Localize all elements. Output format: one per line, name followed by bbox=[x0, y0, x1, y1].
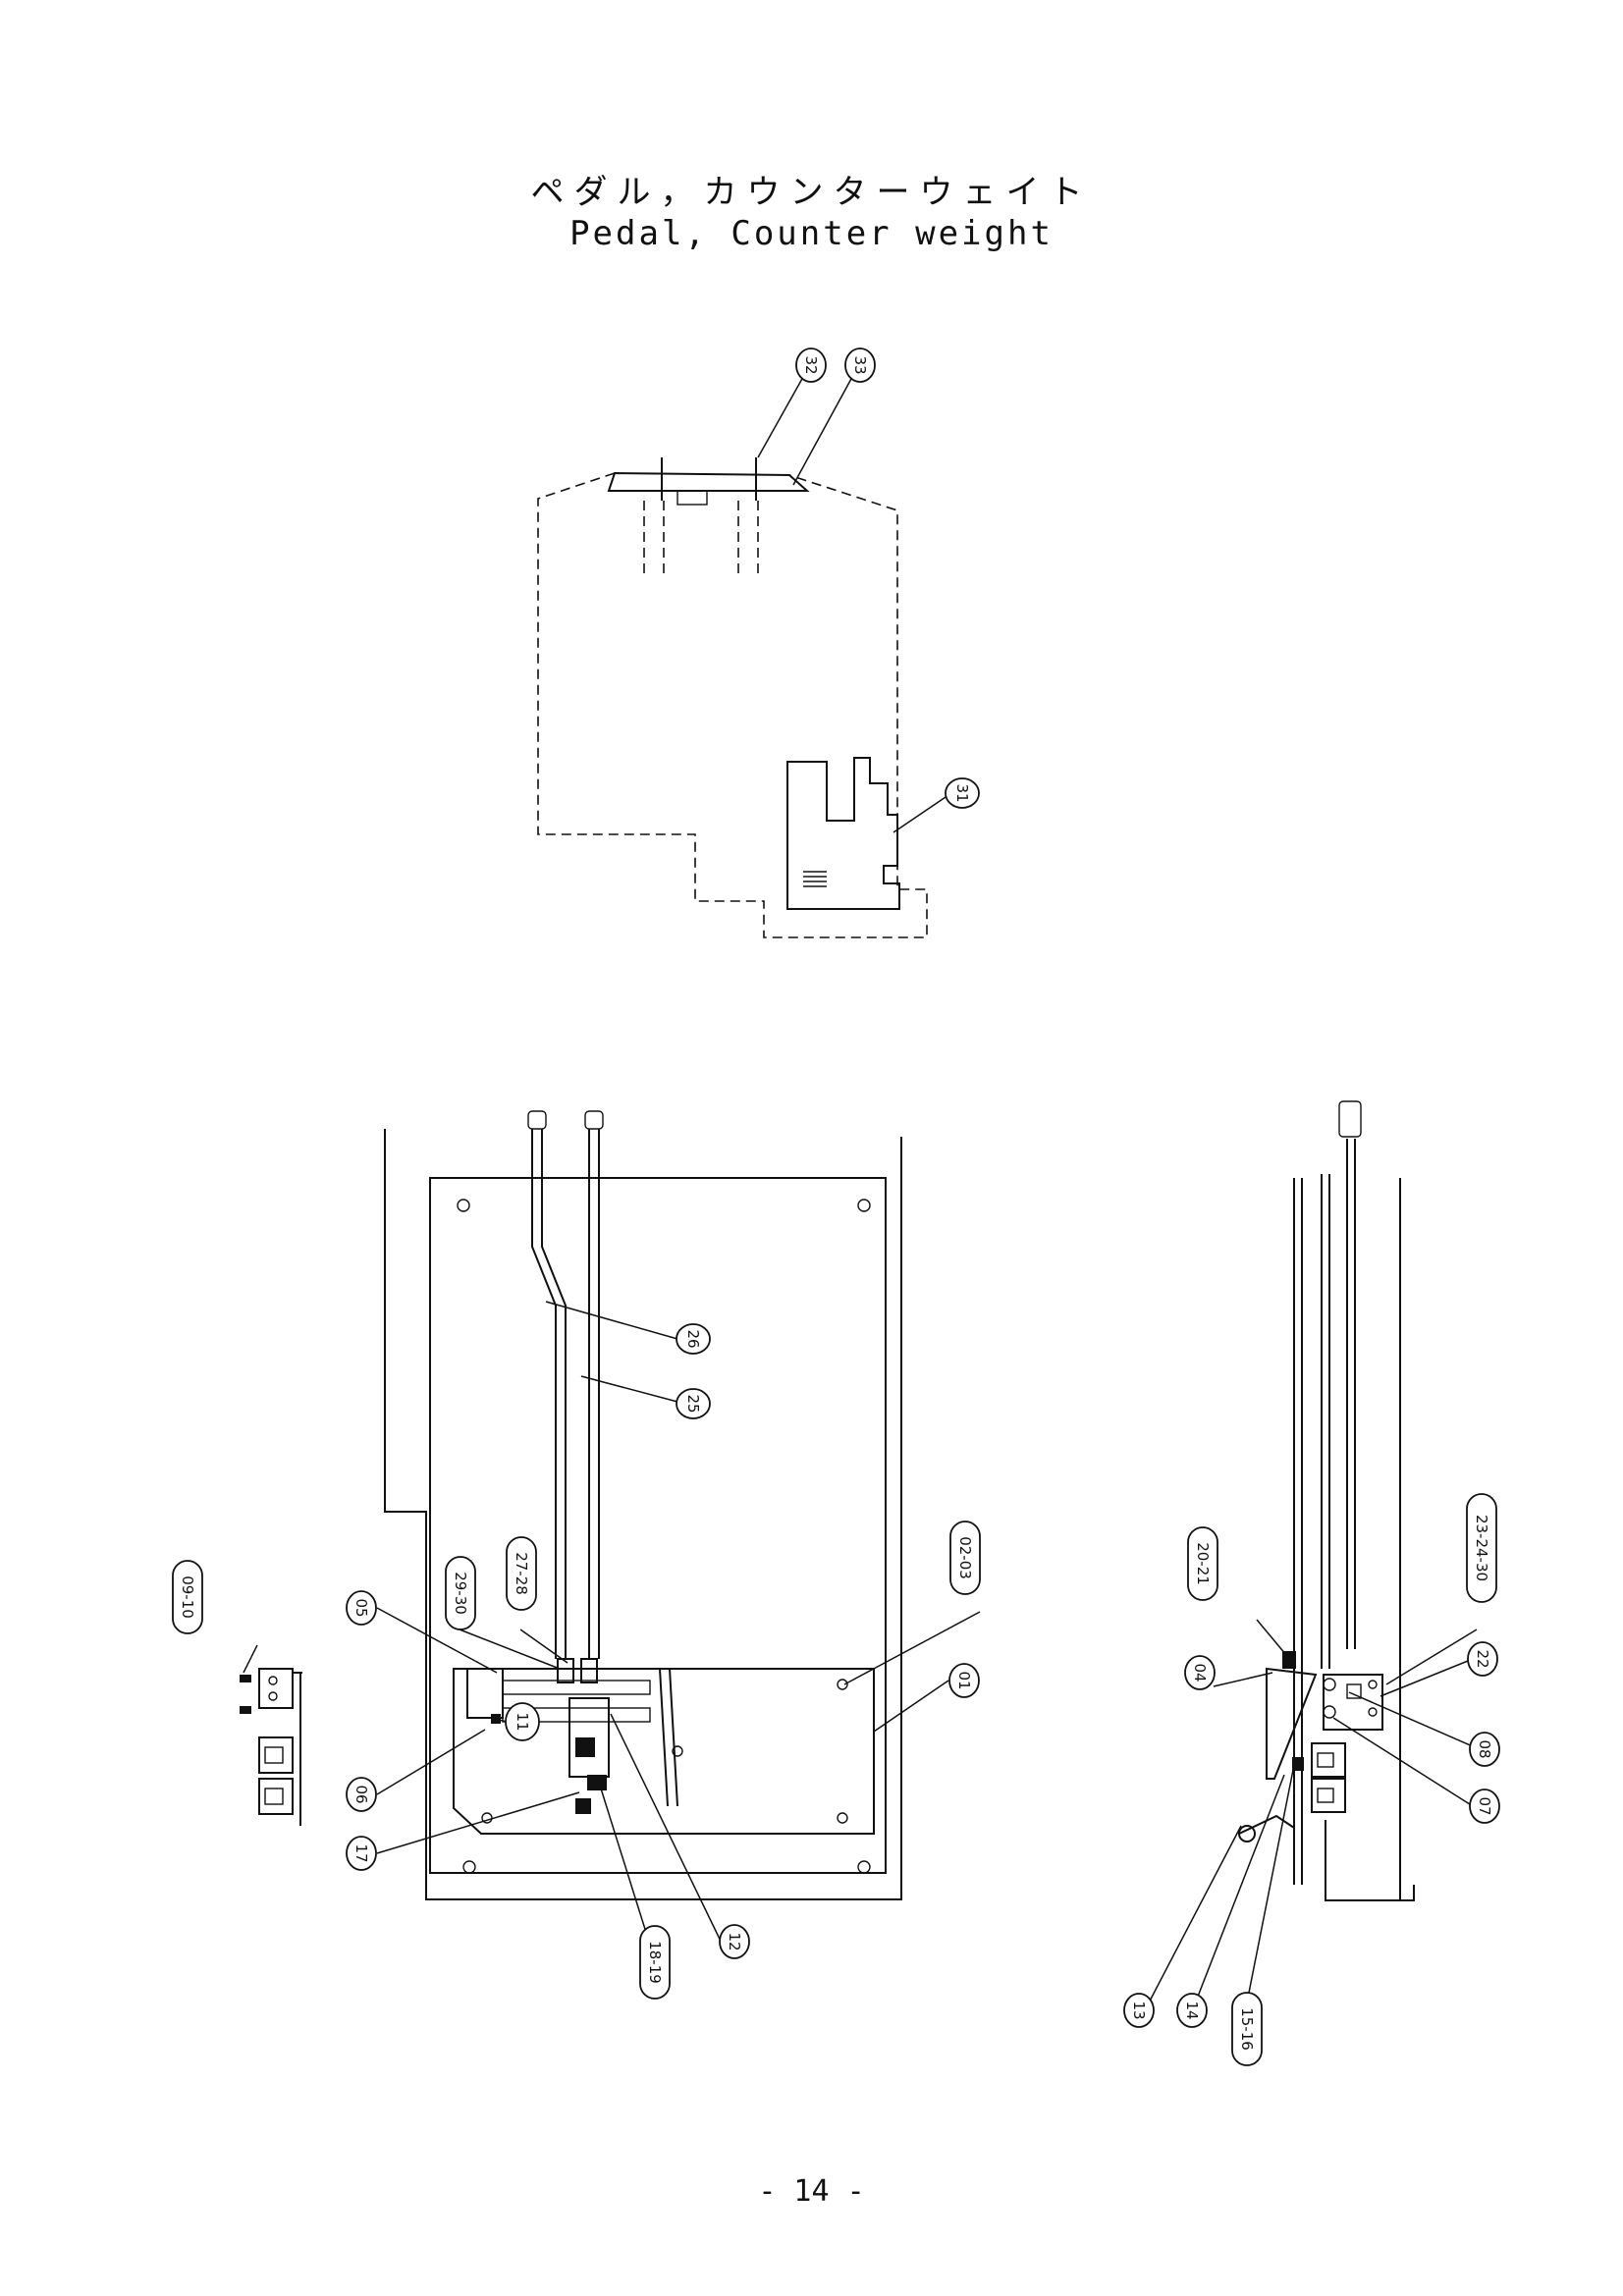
svg-text:11: 11 bbox=[514, 1712, 531, 1731]
callout-01: 01 bbox=[948, 1663, 980, 1698]
callout-23-24-30: 23-24-30 bbox=[1466, 1493, 1497, 1603]
bracket-view bbox=[240, 1668, 302, 1826]
svg-text:17: 17 bbox=[352, 1843, 370, 1862]
svg-text:09-10: 09-10 bbox=[179, 1575, 196, 1619]
callout-bubbles: 32 33 31 26 25 05 bbox=[172, 347, 1500, 2066]
page-title-english: Pedal, Counter weight bbox=[569, 214, 1054, 253]
callout-33: 33 bbox=[844, 347, 876, 383]
svg-text:31: 31 bbox=[953, 783, 971, 802]
svg-text:27-28: 27-28 bbox=[513, 1552, 530, 1595]
callout-11: 11 bbox=[505, 1702, 540, 1741]
callout-08: 08 bbox=[1469, 1732, 1500, 1767]
callout-04: 04 bbox=[1184, 1655, 1216, 1690]
callout-26: 26 bbox=[676, 1323, 711, 1355]
callout-06: 06 bbox=[346, 1777, 377, 1812]
svg-text:15-16: 15-16 bbox=[1238, 2007, 1256, 2051]
callout-09-10: 09-10 bbox=[172, 1560, 203, 1634]
callout-07: 07 bbox=[1469, 1789, 1500, 1824]
svg-text:26: 26 bbox=[684, 1329, 702, 1348]
top-view bbox=[537, 457, 928, 938]
svg-text:13: 13 bbox=[1130, 2001, 1148, 2019]
leader-lines bbox=[243, 376, 1478, 2011]
svg-text:07: 07 bbox=[1476, 1796, 1493, 1815]
svg-text:29-30: 29-30 bbox=[452, 1572, 469, 1615]
svg-text:04: 04 bbox=[1191, 1663, 1209, 1682]
pedal-view bbox=[384, 1110, 902, 1900]
svg-text:06: 06 bbox=[352, 1785, 370, 1803]
svg-text:01: 01 bbox=[955, 1671, 973, 1689]
svg-text:02-03: 02-03 bbox=[956, 1536, 974, 1579]
callout-13: 13 bbox=[1123, 1993, 1155, 2028]
callout-22: 22 bbox=[1467, 1641, 1498, 1677]
svg-text:23-24-30: 23-24-30 bbox=[1473, 1515, 1490, 1581]
callout-25: 25 bbox=[676, 1388, 711, 1419]
callout-29-30: 29-30 bbox=[445, 1556, 476, 1630]
svg-text:05: 05 bbox=[352, 1598, 370, 1617]
callout-31: 31 bbox=[945, 777, 980, 809]
svg-text:22: 22 bbox=[1474, 1649, 1491, 1668]
page-title-japanese: ペダル，カウンターウェイト bbox=[530, 173, 1093, 212]
side-view bbox=[1238, 1100, 1415, 1901]
callout-14: 14 bbox=[1176, 1993, 1208, 2028]
callout-17: 17 bbox=[346, 1836, 377, 1871]
callout-18-19: 18-19 bbox=[639, 1925, 671, 2000]
svg-text:18-19: 18-19 bbox=[646, 1941, 664, 1984]
svg-text:32: 32 bbox=[802, 355, 820, 374]
svg-text:33: 33 bbox=[851, 355, 869, 374]
svg-text:20-21: 20-21 bbox=[1194, 1542, 1212, 1585]
callout-15-16: 15-16 bbox=[1231, 1992, 1263, 2066]
callout-05: 05 bbox=[346, 1590, 377, 1626]
callout-02-03: 02-03 bbox=[949, 1521, 981, 1595]
svg-text:12: 12 bbox=[726, 1932, 743, 1950]
page-number: - 14 - bbox=[758, 2174, 865, 2209]
callout-20-21: 20-21 bbox=[1187, 1526, 1218, 1601]
svg-text:08: 08 bbox=[1476, 1739, 1493, 1758]
callout-12: 12 bbox=[719, 1924, 750, 1959]
callout-27-28: 27-28 bbox=[506, 1536, 537, 1611]
svg-text:25: 25 bbox=[684, 1394, 702, 1413]
callout-32: 32 bbox=[795, 347, 827, 383]
svg-text:14: 14 bbox=[1183, 2001, 1201, 2019]
